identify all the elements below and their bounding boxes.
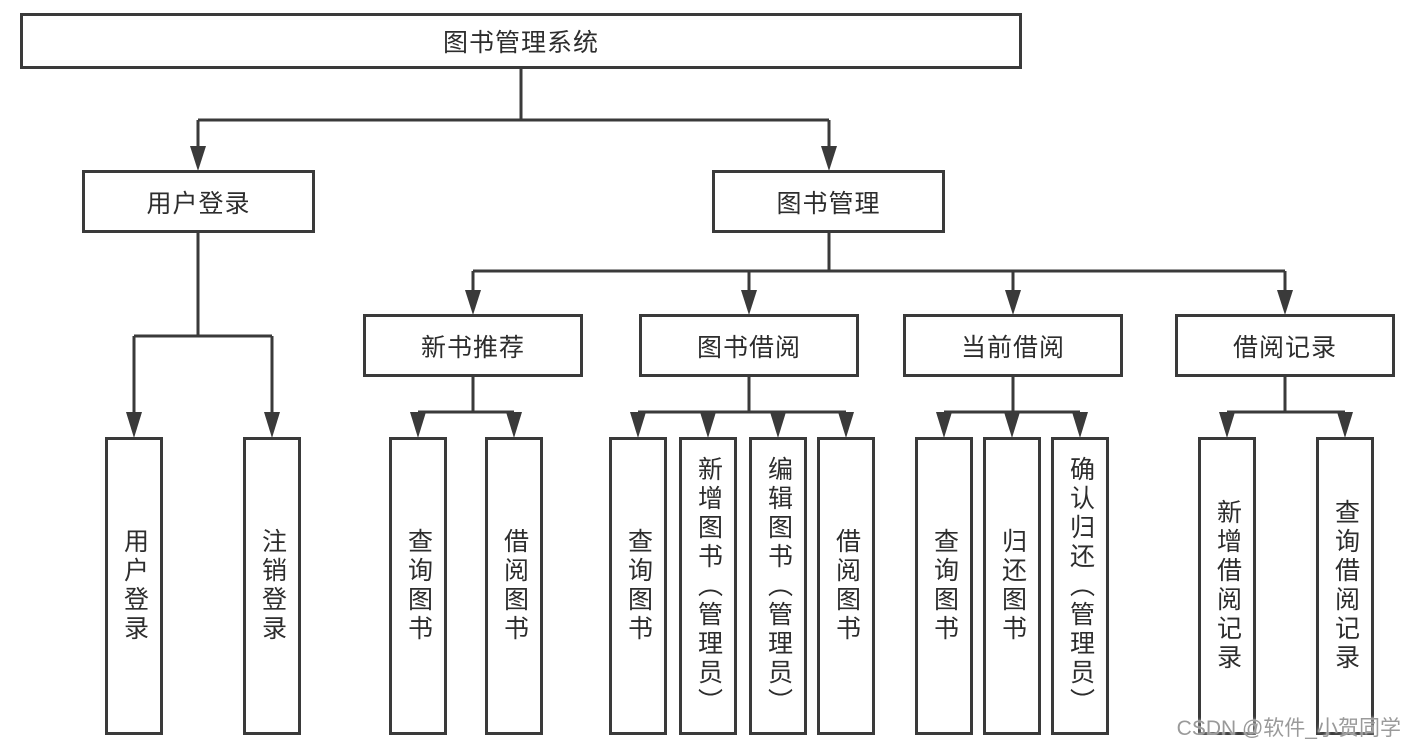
node-borrow-records: 借阅记录 <box>1175 314 1395 377</box>
leaf-edit-book-admin: 编辑图书（管理员） <box>749 437 807 735</box>
node-label: 借阅记录 <box>1232 333 1337 362</box>
node-label: 用户登录 <box>146 189 251 218</box>
node-label: 归还图书 <box>998 528 1027 644</box>
node-label: 新增图书（管理员） <box>694 455 723 717</box>
leaf-borrow-books-1: 借阅图书 <box>485 437 543 735</box>
node-label: 查询借阅记录 <box>1331 499 1360 673</box>
leaf-query-books-2: 查询图书 <box>609 437 667 735</box>
arrowhead-icons <box>126 146 1353 438</box>
leaf-logout: 注销登录 <box>243 437 301 735</box>
node-user-login: 用户登录 <box>82 170 315 233</box>
node-label: 查询图书 <box>624 528 653 644</box>
leaf-add-book-admin: 新增图书（管理员） <box>679 437 737 735</box>
leaf-add-borrow-record: 新增借阅记录 <box>1198 437 1256 735</box>
leaf-user-login: 用户登录 <box>105 437 163 735</box>
node-label: 新增借阅记录 <box>1213 499 1242 673</box>
node-label: 图书管理系统 <box>442 29 599 57</box>
node-book-management: 图书管理 <box>712 170 945 233</box>
node-label: 借阅图书 <box>500 528 529 644</box>
node-book-borrow: 图书借阅 <box>639 314 859 377</box>
node-label: 图书管理 <box>776 189 881 218</box>
node-label: 查询图书 <box>930 528 959 644</box>
node-label: 注销登录 <box>258 528 287 644</box>
node-label: 借阅图书 <box>832 528 861 644</box>
node-label: 图书借阅 <box>696 333 801 362</box>
node-label: 当前借阅 <box>960 333 1065 362</box>
leaf-query-borrow-record: 查询借阅记录 <box>1316 437 1374 735</box>
csdn-watermark: CSDN @软件_小贺同学 <box>1176 717 1401 740</box>
leaf-return-book: 归还图书 <box>983 437 1041 735</box>
leaf-query-books-3: 查询图书 <box>915 437 973 735</box>
node-label: 确认归还（管理员） <box>1066 455 1095 717</box>
leaf-confirm-return-admin: 确认归还（管理员） <box>1051 437 1109 735</box>
node-current-borrow: 当前借阅 <box>903 314 1123 377</box>
leaf-query-books-1: 查询图书 <box>389 437 447 735</box>
node-label: 查询图书 <box>404 528 433 644</box>
leaf-borrow-books-2: 借阅图书 <box>817 437 875 735</box>
node-label: 新书推荐 <box>420 333 525 362</box>
node-root-system: 图书管理系统 <box>20 13 1022 69</box>
node-label: 用户登录 <box>120 528 149 644</box>
node-label: 编辑图书（管理员） <box>764 455 793 717</box>
node-new-book-recommend: 新书推荐 <box>363 314 583 377</box>
